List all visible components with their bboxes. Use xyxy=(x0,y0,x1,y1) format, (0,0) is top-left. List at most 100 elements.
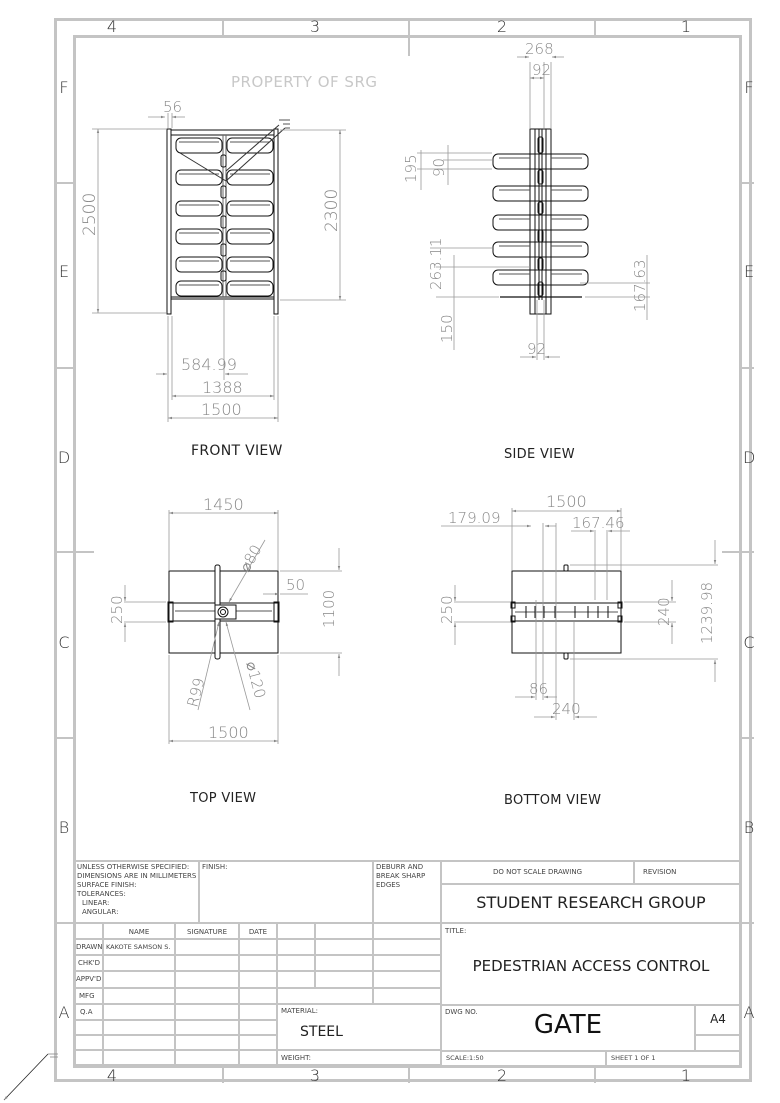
watermark: PROPERTY OF SRG xyxy=(231,73,378,91)
drawing-title: PEDESTRIAN ACCESS CONTROL xyxy=(472,957,710,975)
drawn-by-name: KAKOTE SAMSON S. xyxy=(106,943,171,951)
zone-row-c-right: C xyxy=(743,633,755,652)
zone-divider xyxy=(740,737,754,739)
role-drawn: DRAWN xyxy=(76,943,103,951)
dim-bottom-240: 240 xyxy=(552,700,581,718)
zone-col-1-bottom: 1 xyxy=(680,1066,692,1085)
dim-bottom-1239: 1239.98 xyxy=(698,582,716,644)
zone-divider xyxy=(722,551,754,553)
dim-side-268: 268 xyxy=(525,40,554,58)
zone-row-a-left: A xyxy=(58,1003,70,1022)
front-view-label: FRONT VIEW xyxy=(191,443,283,459)
dim-bottom-240-vert: 240 xyxy=(655,597,673,626)
dim-side-90: 90 xyxy=(430,158,448,177)
zone-col-3-top: 3 xyxy=(309,17,321,36)
dwg-no-value: GATE xyxy=(533,1010,603,1040)
role-approved: APPV'D xyxy=(76,975,102,983)
dim-front-56: 56 xyxy=(163,98,182,116)
zone-divider xyxy=(54,182,74,184)
dim-bottom-179: 179.09 xyxy=(448,509,501,527)
header-date: DATE xyxy=(248,928,268,936)
general-notes: UNLESS OTHERWISE SPECIFIED: DIMENSIONS A… xyxy=(77,863,197,916)
dim-front-584: 584.99 xyxy=(181,355,237,374)
zone-divider xyxy=(54,737,74,739)
zone-divider xyxy=(594,18,596,37)
dim-side-263: 263.11 xyxy=(427,238,445,291)
revision-label: REVISION xyxy=(643,868,677,876)
weight-label: WEIGHT: xyxy=(281,1054,311,1062)
top-view-label: TOP VIEW xyxy=(190,791,257,806)
dim-bottom-86: 86 xyxy=(529,680,548,698)
dim-bottom-250: 250 xyxy=(438,595,456,624)
header-name: NAME xyxy=(128,928,150,936)
zone-col-2-top: 2 xyxy=(496,17,508,36)
top-view-geometry xyxy=(167,564,280,660)
zone-row-b-left: B xyxy=(58,818,70,837)
role-mfg: MFG xyxy=(79,992,95,1000)
zone-row-b-right: B xyxy=(743,818,755,837)
zone-row-f-left: F xyxy=(59,78,69,97)
zone-row-e-left: E xyxy=(58,262,70,281)
dim-top-250: 250 xyxy=(108,595,126,624)
dim-front-1388: 1388 xyxy=(202,378,243,397)
dim-top-50: 50 xyxy=(286,576,305,594)
zone-divider xyxy=(408,18,410,56)
dim-side-195: 195 xyxy=(402,154,420,183)
do-not-scale: DO NOT SCALE DRAWING xyxy=(492,868,583,876)
dim-front-1500: 1500 xyxy=(201,400,242,419)
dim-side-92-bottom: 92 xyxy=(527,340,546,358)
role-checked: CHK'D xyxy=(78,959,101,967)
zone-row-f-right: F xyxy=(744,78,754,97)
bottom-view-geometry xyxy=(510,564,623,660)
zone-divider xyxy=(54,551,94,553)
finish-label: FINISH: xyxy=(202,863,228,871)
sheet-number: SHEET 1 OF 1 xyxy=(611,1054,656,1062)
zone-divider xyxy=(222,1066,224,1083)
zone-divider xyxy=(740,922,754,924)
zone-divider xyxy=(740,367,754,369)
dim-front-2500: 2500 xyxy=(80,193,100,236)
zone-divider xyxy=(54,922,74,924)
dim-top-1450: 1450 xyxy=(203,495,244,514)
dim-side-150: 150 xyxy=(438,314,456,343)
front-view-geometry xyxy=(166,119,290,315)
dim-top-r99: R99 xyxy=(183,676,208,709)
zone-col-2-bottom: 2 xyxy=(496,1066,508,1085)
dim-bottom-1500: 1500 xyxy=(546,492,587,511)
zone-col-4-bottom: 4 xyxy=(106,1066,118,1085)
dwg-no-label: DWG NO. xyxy=(445,1008,478,1016)
zone-row-c-left: C xyxy=(58,633,70,652)
outer-border xyxy=(54,18,752,1082)
zone-divider xyxy=(54,367,74,369)
zone-row-a-right: A xyxy=(743,1003,755,1022)
material-value: STEEL xyxy=(300,1024,343,1040)
zone-col-4-top: 4 xyxy=(106,17,118,36)
zone-divider xyxy=(408,1066,410,1083)
deburr-note: DEBURR AND BREAK SHARP EDGES xyxy=(376,863,426,889)
dim-side-92-top: 92 xyxy=(532,61,551,79)
zone-row-d-right: D xyxy=(743,448,756,467)
dim-top-1500: 1500 xyxy=(208,723,249,742)
zone-row-e-right: E xyxy=(743,262,755,281)
dim-top-1100: 1100 xyxy=(320,590,338,628)
dim-front-2300: 2300 xyxy=(322,189,342,232)
zone-col-1-top: 1 xyxy=(680,17,692,36)
bottom-view-label: BOTTOM VIEW xyxy=(504,793,602,808)
material-label: MATERIAL: xyxy=(281,1007,318,1015)
zone-divider xyxy=(594,1066,596,1083)
zone-col-3-bottom: 3 xyxy=(309,1066,321,1085)
zone-divider xyxy=(740,182,754,184)
dim-bottom-167: 167.46 xyxy=(572,514,625,532)
company-name: STUDENT RESEARCH GROUP xyxy=(476,893,706,912)
zone-row-d-left: D xyxy=(57,448,71,467)
scale-value: SCALE:1:50 xyxy=(446,1054,484,1062)
side-view-geometry xyxy=(492,128,589,315)
sheet-size: A4 xyxy=(710,1012,726,1026)
sheet-cell xyxy=(605,1050,742,1067)
zone-divider xyxy=(222,18,224,37)
side-view-label: SIDE VIEW xyxy=(504,447,575,462)
dim-side-167: 167.63 xyxy=(631,260,649,313)
header-signature: SIGNATURE xyxy=(186,928,228,936)
title-label: TITLE: xyxy=(445,927,467,935)
